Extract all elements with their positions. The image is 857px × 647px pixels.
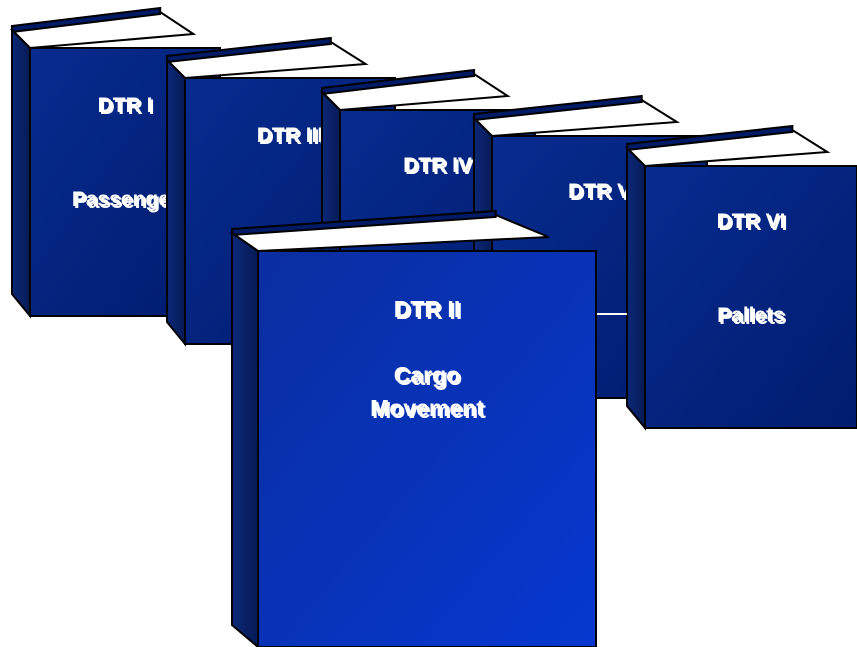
book-title-shadow: DTR IV <box>405 156 474 179</box>
book-title-line: DTR VI <box>717 210 786 233</box>
book-title-shadow: DTR VI <box>719 212 788 235</box>
book-title-line: DTR I <box>98 94 153 117</box>
book-title-line: Cargo <box>394 362 460 388</box>
book-title-line: DTR II <box>394 296 460 322</box>
book-spine <box>231 231 259 647</box>
book-front-cover <box>257 250 597 647</box>
book-title-shadow: DTR V <box>570 182 633 205</box>
book-title-line: DTR III <box>257 124 324 147</box>
book-title-shadow: DTR III <box>259 126 326 149</box>
book-title-line: DTR V <box>568 180 631 203</box>
book-title-shadow: Cargo <box>396 364 462 390</box>
book-title-line: Movement <box>370 395 484 421</box>
book-title-shadow: DTR II <box>396 298 462 324</box>
book-title-line: DTR IV <box>403 154 472 177</box>
book-title-shadow: Pallets <box>719 306 787 329</box>
book-spine <box>626 145 646 431</box>
book-front-cover <box>644 165 857 429</box>
book-title-shadow: Movement <box>372 397 486 423</box>
book-title-line: Passenger <box>72 188 178 211</box>
book-title-shadow: Passenger <box>74 190 180 213</box>
book-spine <box>11 27 31 319</box>
book-title-shadow: DTR I <box>100 96 155 119</box>
book-title-line: Pallets <box>717 304 785 327</box>
book-spine <box>166 57 186 347</box>
